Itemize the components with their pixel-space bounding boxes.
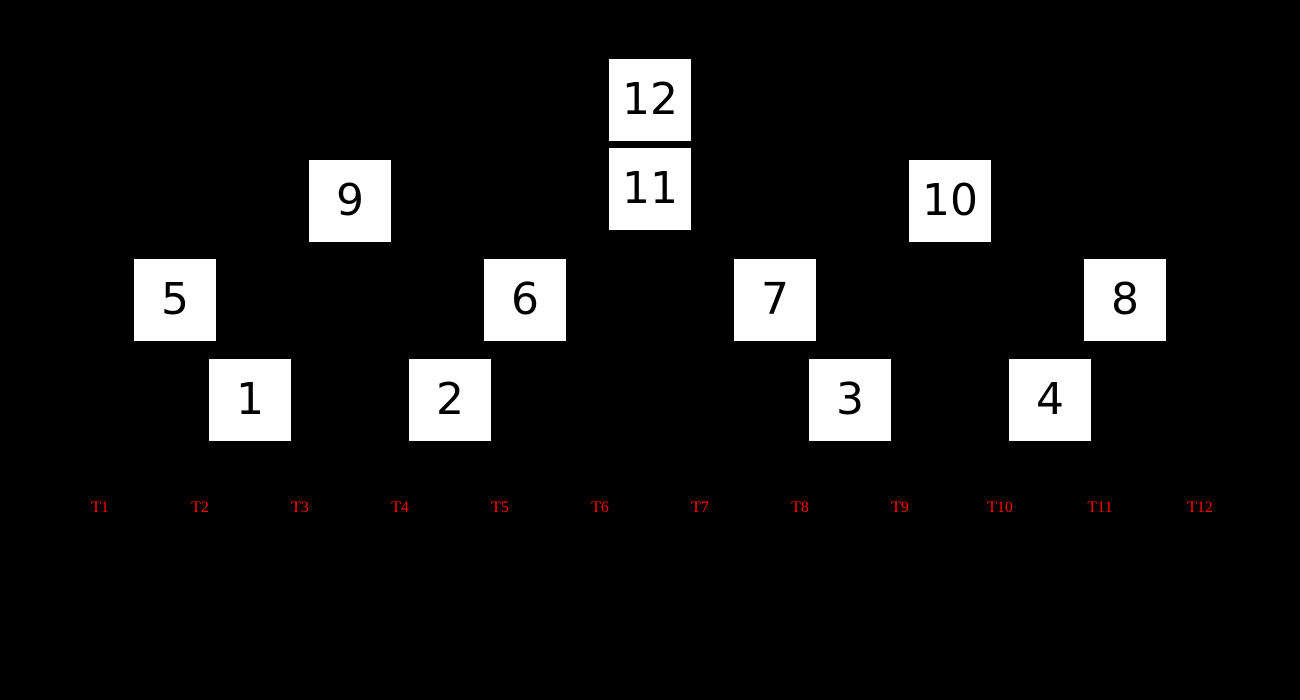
bracket-node-11[interactable]: 11 [609, 148, 691, 230]
bracket-node-4[interactable]: 4 [1009, 359, 1091, 441]
bracket-node-12[interactable]: 12 [609, 59, 691, 141]
bracket-node-2[interactable]: 2 [409, 359, 491, 441]
team-label-t3: T3 [291, 499, 309, 516]
team-label-t4: T4 [391, 499, 409, 516]
team-label-t5: T5 [491, 499, 509, 516]
team-label-t2: T2 [191, 499, 209, 516]
bracket-node-5[interactable]: 5 [134, 259, 216, 341]
bracket-node-6[interactable]: 6 [484, 259, 566, 341]
team-label-t6: T6 [591, 499, 609, 516]
bracket-node-10[interactable]: 10 [909, 160, 991, 242]
team-label-t7: T7 [691, 499, 709, 516]
team-label-t8: T8 [791, 499, 809, 516]
bracket-node-1[interactable]: 1 [209, 359, 291, 441]
team-label-t1: T1 [91, 499, 109, 516]
team-label-t12: T12 [1187, 499, 1213, 516]
bracket-node-9[interactable]: 9 [309, 160, 391, 242]
bracket-node-7[interactable]: 7 [734, 259, 816, 341]
team-label-t11: T11 [1087, 499, 1113, 516]
team-label-t10: T10 [987, 499, 1013, 516]
bracket-node-3[interactable]: 3 [809, 359, 891, 441]
team-label-t9: T9 [891, 499, 909, 516]
bracket-node-8[interactable]: 8 [1084, 259, 1166, 341]
